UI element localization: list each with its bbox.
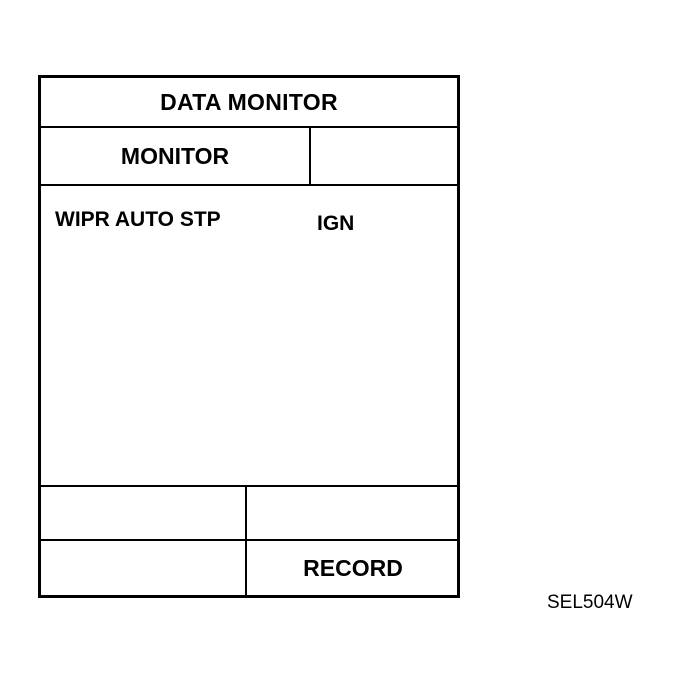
value-column-header [311,128,457,184]
data-monitor-screen: DATA MONITOR MONITOR WIPR AUTO STP IGN R… [38,75,460,598]
monitor-column-header: MONITOR [41,128,311,184]
monitor-header-row: MONITOR [41,128,457,186]
monitor-item-value: IGN [317,212,355,235]
blank-button-top-left[interactable] [41,487,247,539]
button-row-2: RECORD [41,541,457,595]
monitor-item-name: WIPR AUTO STP [55,208,221,231]
screen-title: DATA MONITOR [41,78,457,128]
blank-button-top-right[interactable] [249,487,457,539]
record-button[interactable]: RECORD [249,541,457,595]
monitor-data-list: WIPR AUTO STP IGN [41,186,457,487]
blank-button-bottom-left[interactable] [41,541,247,595]
button-row-1 [41,487,457,541]
figure-code: SEL504W [547,592,633,613]
